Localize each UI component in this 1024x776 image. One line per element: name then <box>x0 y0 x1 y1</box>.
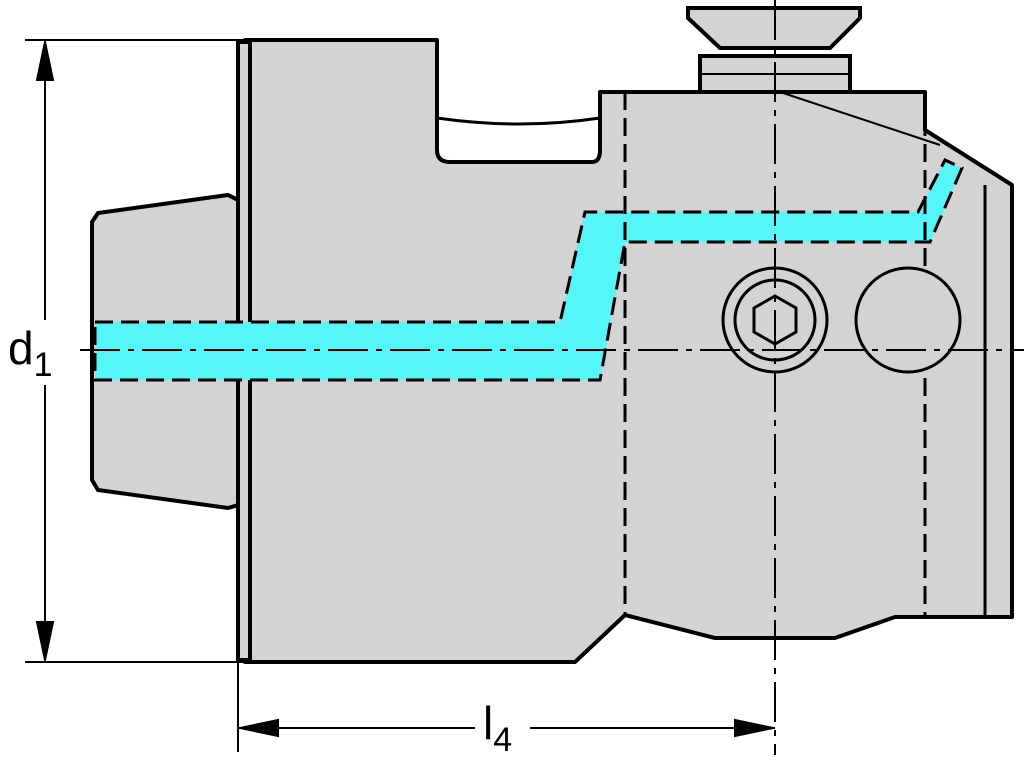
dimension-label-d1: d1 <box>8 322 53 382</box>
coolant-channel <box>93 158 964 382</box>
dimension-label-l4: l4 <box>483 697 512 757</box>
d1-subscript: 1 <box>33 346 53 384</box>
dimension-d1 <box>25 39 245 663</box>
l4-symbol: l <box>483 697 494 749</box>
center-lines <box>80 0 1024 755</box>
l4-subscript: 4 <box>493 721 513 759</box>
d1-symbol: d <box>8 322 34 374</box>
side-hole <box>854 266 962 374</box>
dimension-l4 <box>237 662 775 752</box>
